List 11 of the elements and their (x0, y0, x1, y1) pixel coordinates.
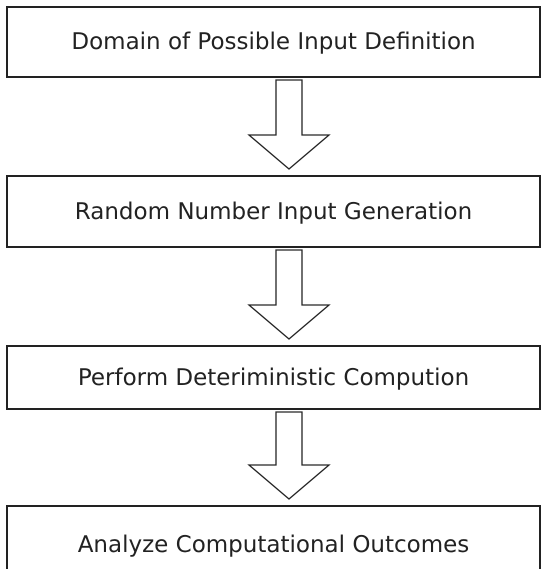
process-box (6, 175, 541, 248)
process-box (6, 345, 541, 410)
box-label: Perform Deteriministic Compution (78, 364, 470, 390)
block-arrow (247, 249, 331, 340)
block-arrow (247, 411, 331, 500)
box-label: Analyze Computational Outcomes (78, 532, 470, 558)
box-label: Domain of Possible Input Definition (71, 29, 476, 55)
box-label: Random Number Input Generation (74, 198, 472, 224)
process-box (6, 6, 541, 78)
block-arrow (247, 79, 331, 170)
process-box (6, 505, 541, 569)
